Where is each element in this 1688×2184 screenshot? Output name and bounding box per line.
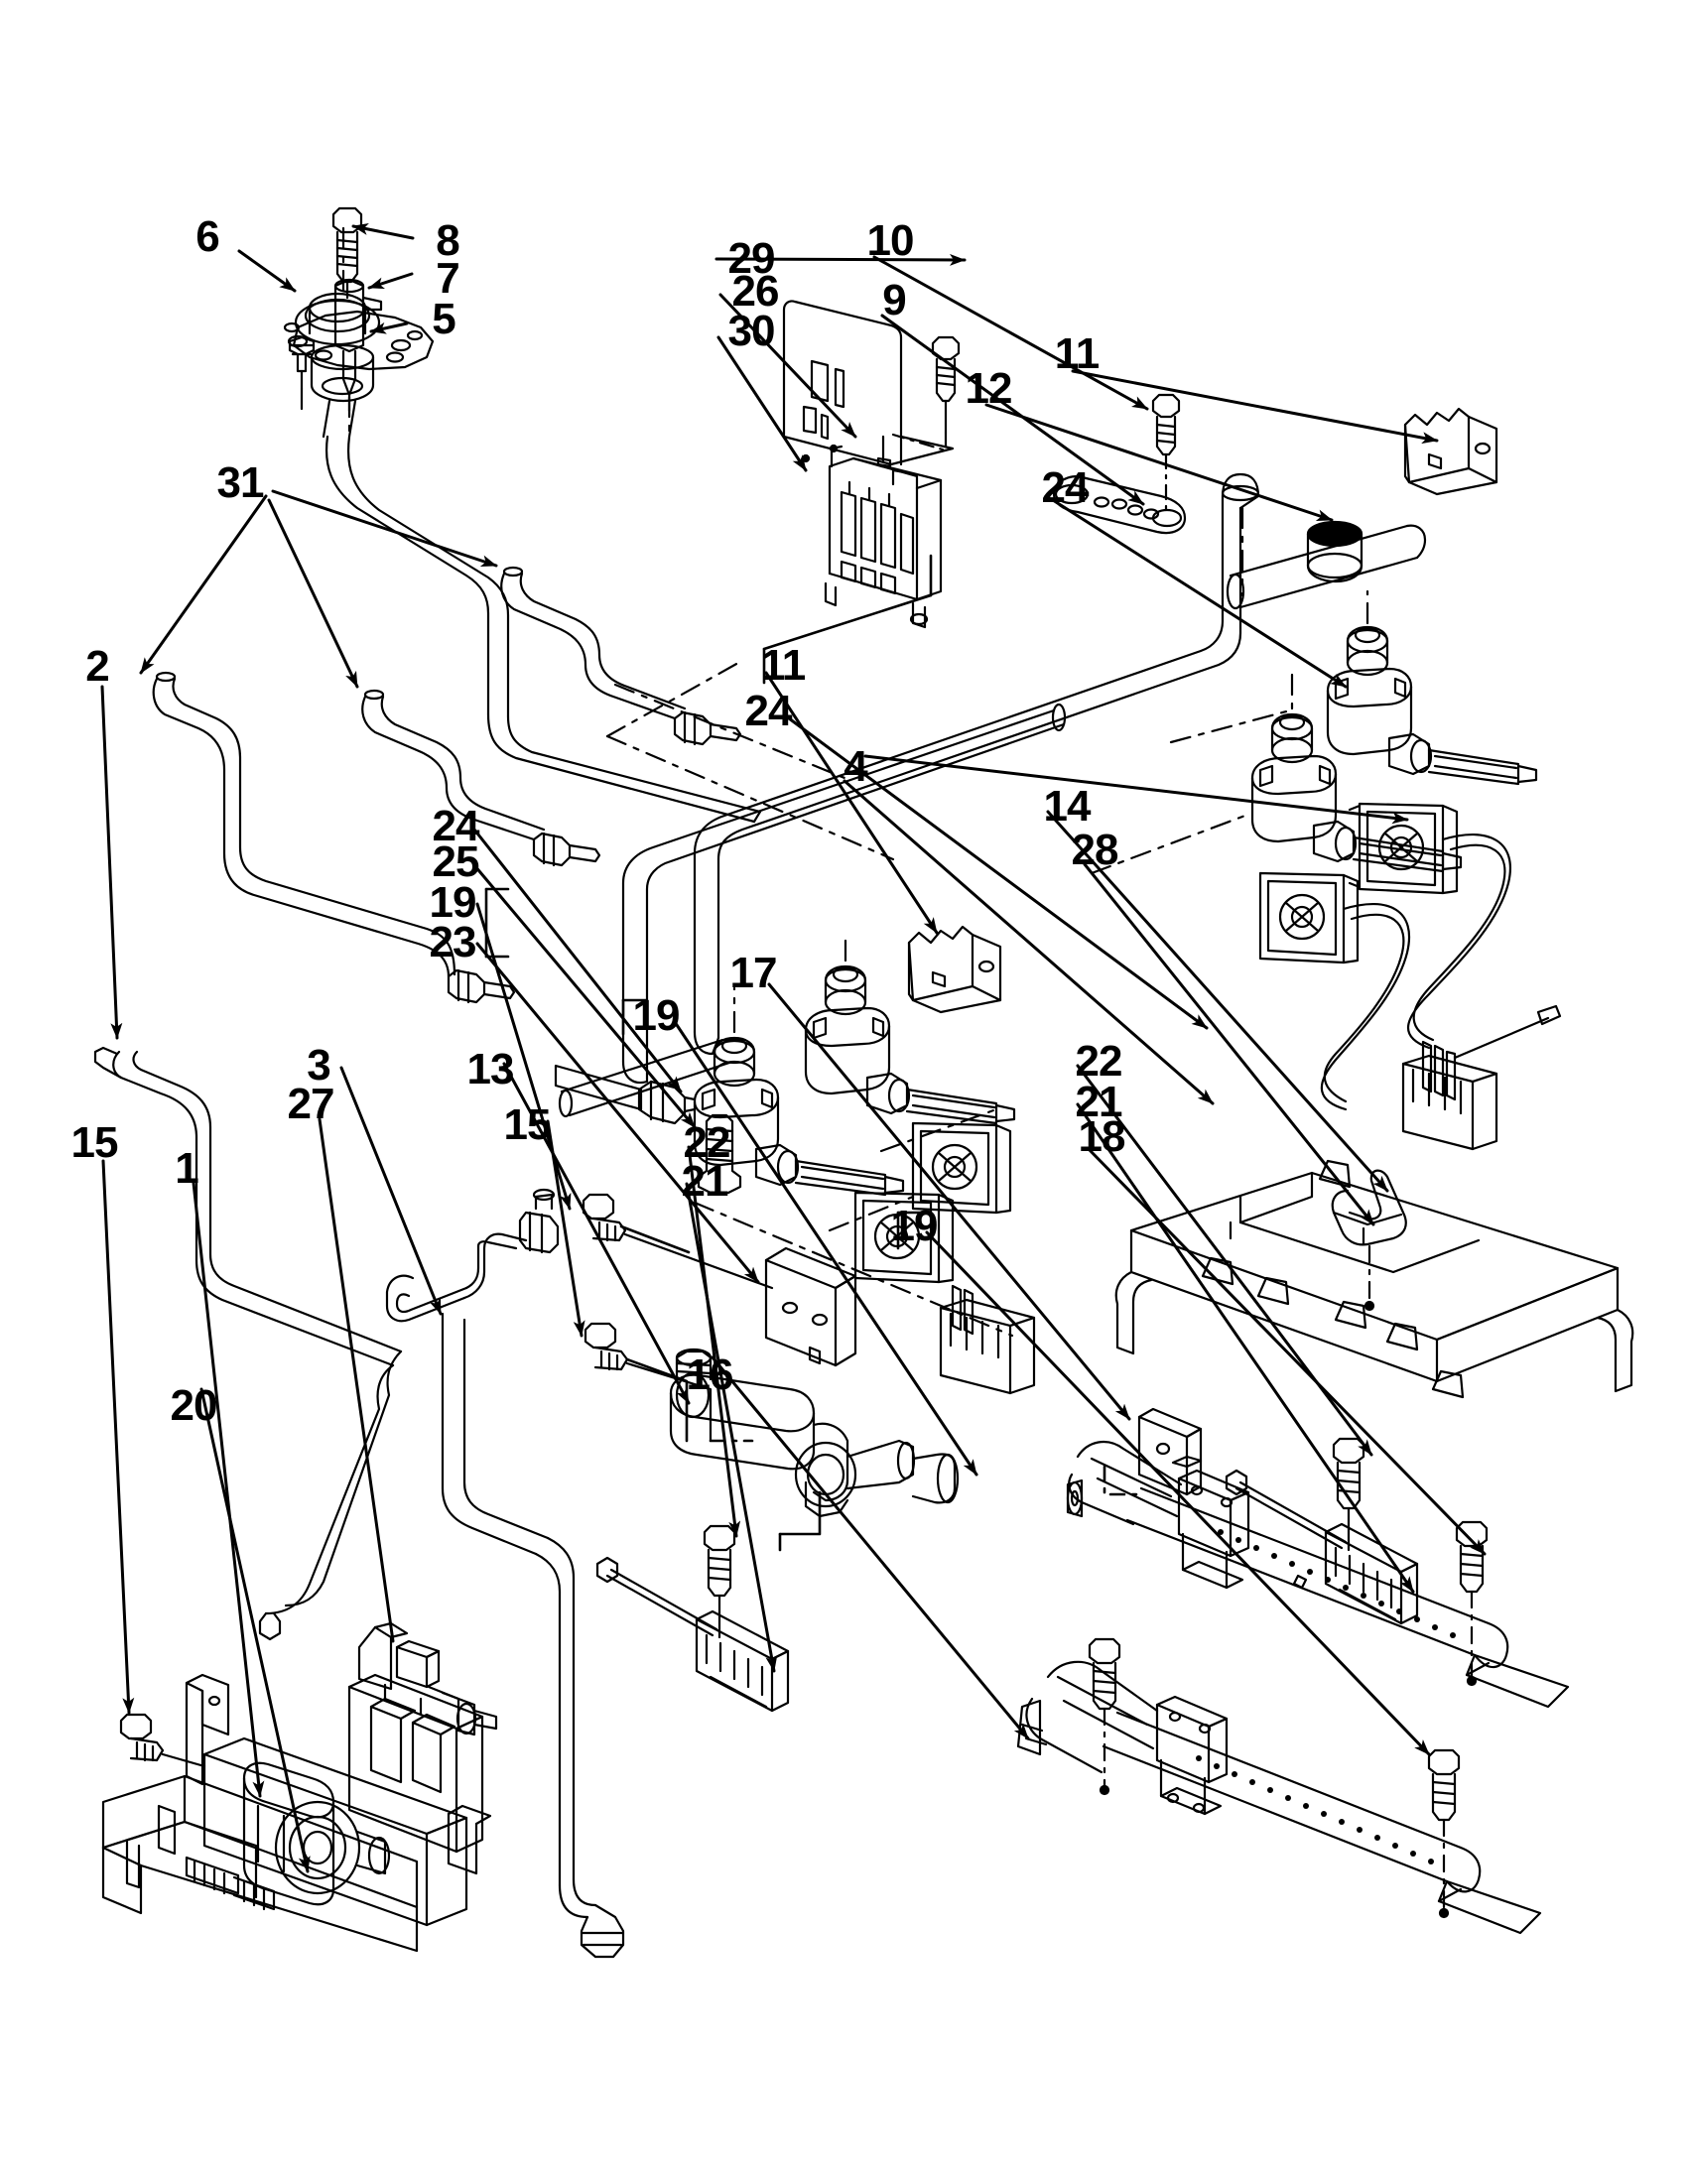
callout-11-lower: 11 xyxy=(760,641,807,690)
part-26-bracket-plate xyxy=(782,300,955,468)
callout-21-left: 21 xyxy=(681,1157,729,1206)
callout-2: 2 xyxy=(85,642,110,691)
part-25-screw xyxy=(697,1113,742,1195)
callout-19-a: 19 xyxy=(429,878,477,927)
callout-26: 26 xyxy=(731,267,780,316)
part-29-screw xyxy=(891,335,961,452)
callout-15-b: 15 xyxy=(503,1100,552,1149)
part-24-valve-mr xyxy=(1250,712,1463,873)
part-21-igniter-left xyxy=(595,1556,790,1713)
callout-13: 13 xyxy=(466,1045,515,1093)
part-19-screw-a xyxy=(582,1193,774,1290)
callout-18: 18 xyxy=(1078,1112,1126,1161)
part-8-screw xyxy=(331,206,363,300)
callout-15-a: 15 xyxy=(70,1118,119,1167)
callout-25: 25 xyxy=(432,837,480,886)
callout-28: 28 xyxy=(1071,826,1119,874)
part-18-oven-burner-upper xyxy=(1066,1440,1570,1709)
callout-9: 9 xyxy=(882,276,907,324)
part-15-screw-b xyxy=(584,1322,713,1443)
callout-19-b: 19 xyxy=(632,991,681,1040)
manifold-main-pipe xyxy=(558,472,1260,1118)
callout-6: 6 xyxy=(195,212,220,261)
callout-24-upper-right: 24 xyxy=(1041,463,1090,512)
part-2-gas-supply-tube xyxy=(93,1046,403,1641)
callout-31: 31 xyxy=(216,458,265,507)
part-12-manifold-pipe xyxy=(1226,520,1427,610)
part-21-igniter-right xyxy=(1225,1469,1419,1625)
callout-1: 1 xyxy=(175,1144,199,1193)
part-6-orifice-spud xyxy=(288,335,316,391)
part-11-retainer-clip-upper xyxy=(1403,407,1498,496)
part-13-orifice-holder xyxy=(669,1348,960,1518)
part-15-screw-a xyxy=(119,1713,206,1768)
callout-4: 4 xyxy=(844,742,868,791)
part-1-base-assembly xyxy=(101,1673,468,1953)
part-28-heat-shield xyxy=(1114,1159,1634,1399)
part-17-angle-bracket xyxy=(1137,1407,1203,1496)
part-30-terminal-block xyxy=(824,445,943,629)
callout-24-left: 24 xyxy=(432,802,480,850)
callout-11-upper: 11 xyxy=(1054,329,1101,378)
callout-19-c: 19 xyxy=(890,1202,939,1250)
callout-29: 29 xyxy=(727,234,776,283)
callout-27: 27 xyxy=(287,1080,335,1128)
callout-30: 30 xyxy=(727,307,776,355)
callout-5: 5 xyxy=(432,295,456,343)
callout-22-left: 22 xyxy=(683,1118,731,1167)
part-24-valve-l xyxy=(554,1036,905,1197)
tube-from-burner-5 xyxy=(325,435,762,824)
part-4-wire-harness xyxy=(939,833,1562,1395)
callout-16: 16 xyxy=(686,1350,734,1399)
part-24-valve-ur xyxy=(1326,625,1538,786)
callout-3: 3 xyxy=(307,1041,331,1090)
spark-switch-modules xyxy=(853,802,1459,1284)
callout-12: 12 xyxy=(965,364,1013,413)
part-5-burner-head xyxy=(283,292,435,439)
callout-23: 23 xyxy=(429,918,477,966)
callout-7: 7 xyxy=(436,254,460,303)
callout-22-right: 22 xyxy=(1075,1037,1123,1086)
part-9-spacer-strap xyxy=(1052,474,1187,535)
part-31-tubing xyxy=(152,566,742,1004)
part-23-bracket xyxy=(764,1246,857,1367)
callout-20: 20 xyxy=(170,1381,218,1430)
part-27-upper-assembly xyxy=(347,1621,498,1875)
callout-14: 14 xyxy=(1043,782,1092,831)
callout-24-center: 24 xyxy=(744,687,793,735)
callout-10: 10 xyxy=(866,216,915,265)
part-14-wire-clip xyxy=(1331,1169,1407,1312)
part-3-gas-tube xyxy=(385,1188,625,1959)
part-16-burner-tube-lower xyxy=(1016,1637,1542,1935)
callout-21-right: 21 xyxy=(1075,1078,1123,1126)
callout-8: 8 xyxy=(436,216,460,265)
part-11-retainer-clip-lower xyxy=(907,925,1002,1014)
callout-17: 17 xyxy=(729,949,778,997)
